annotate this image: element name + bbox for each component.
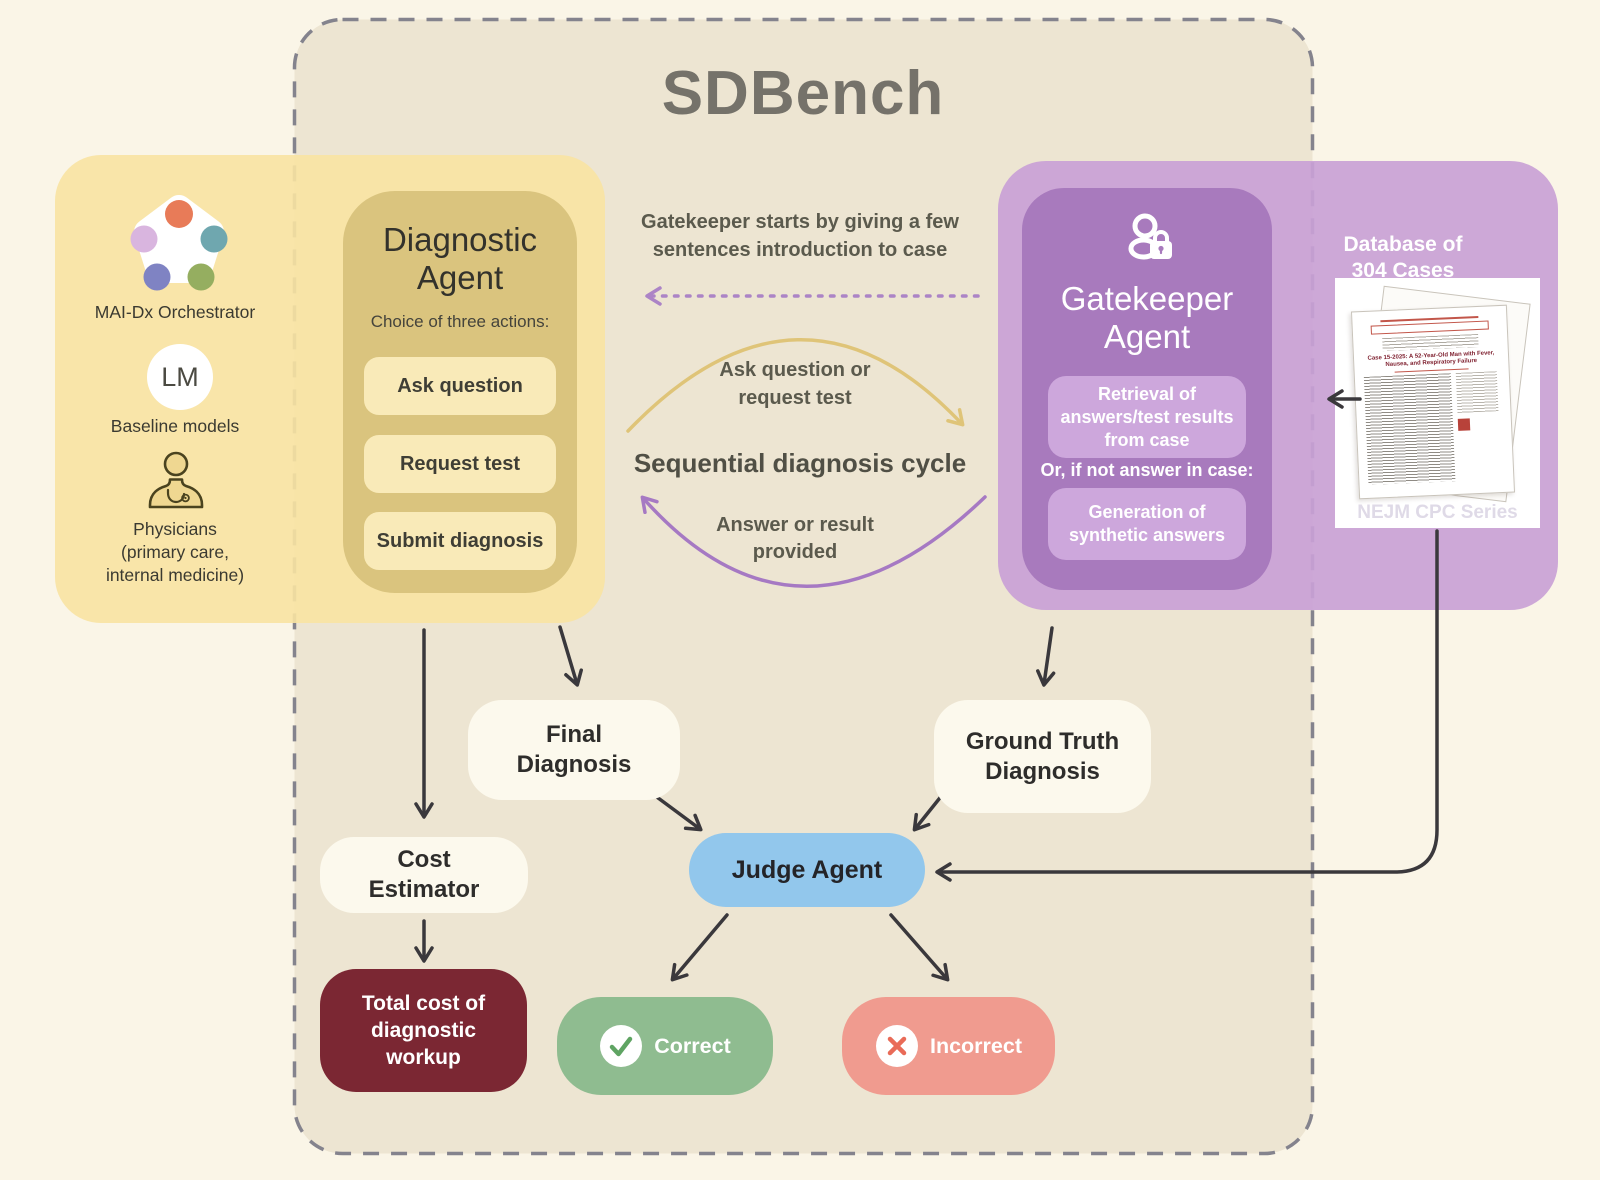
orchestrator-label: MAI-Dx Orchestrator	[94, 302, 256, 322]
correct-badge: Correct	[557, 997, 773, 1095]
check-icon	[600, 1025, 643, 1067]
x-icon	[875, 1025, 918, 1067]
document-qr-mark	[1457, 418, 1471, 431]
gatekeeper-agent-title: Gatekeeper Agent	[1060, 280, 1234, 355]
nejm-series-caption: NEJM CPC Series	[1357, 502, 1518, 523]
case-database: Case 15-2025: A 52-Year-Old Man with Fev…	[1335, 278, 1540, 528]
lm-icon: LM	[147, 344, 213, 410]
physician-icon	[148, 451, 204, 509]
gatekeeper-agent-box: Gatekeeper Agent Retrieval of answers/te…	[1022, 188, 1272, 590]
diagnostic-agent-title: Diagnostic Agent	[382, 221, 538, 296]
total-cost-node: Total cost of diagnostic workup	[320, 969, 527, 1092]
database-title: Database of 304 Cases	[1343, 233, 1463, 282]
incorrect-label: Incorrect	[929, 1033, 1022, 1058]
cycle-ask-label: Ask question or request test	[719, 359, 871, 409]
document-body	[1363, 371, 1505, 485]
submit-diagnosis-button: Submit diagnosis	[364, 512, 556, 570]
document-side-lines	[1455, 371, 1499, 413]
document-side-column	[1455, 371, 1501, 481]
document-byline-lines	[1382, 333, 1479, 352]
judge-agent-node: Judge Agent	[689, 833, 925, 907]
ask-question-button: Ask question	[364, 357, 556, 415]
cycle-answer-label: Answer or result provided	[716, 514, 874, 563]
incorrect-badge: Incorrect	[842, 997, 1055, 1095]
document-text-column	[1363, 373, 1456, 485]
document-banner	[1370, 320, 1490, 335]
cycle-title: Sequential diagnosis cycle	[633, 448, 967, 478]
correct-label: Correct	[654, 1033, 731, 1058]
gatekeeper-panel: Gatekeeper Agent Retrieval of answers/te…	[998, 161, 1558, 610]
lm-label: LM	[161, 361, 199, 392]
generation-box: Generation of synthetic answers	[1048, 488, 1246, 560]
orchestrator-icon	[130, 195, 228, 291]
case-title: Case 15-2025: A 52-Year-Old Man with Fev…	[1367, 350, 1495, 369]
retrieval-box: Retrieval of answers/test results from c…	[1048, 376, 1246, 458]
person-lock-icon	[1128, 213, 1172, 260]
baseline-models-label: Baseline models	[110, 416, 240, 436]
physicians-label: Physicians (primary care, internal medic…	[105, 519, 245, 585]
case-document-page: Case 15-2025: A 52-Year-Old Man with Fev…	[1350, 304, 1516, 500]
request-test-button: Request test	[364, 435, 556, 493]
actors-panel: MAI-Dx Orchestrator LM Baseline models P…	[55, 155, 605, 623]
cost-estimator-node: Cost Estimator	[320, 837, 528, 913]
or-note: Or, if not answer in case:	[1040, 460, 1254, 480]
gatekeeper-intro-note: Gatekeeper starts by giving a few senten…	[641, 211, 959, 261]
ground-truth-diagnosis-node: Ground Truth Diagnosis	[934, 700, 1151, 813]
diagnostic-agent-subtitle: Choice of three actions:	[370, 312, 550, 331]
page-title: SDBench	[661, 59, 945, 128]
final-diagnosis-node: Final Diagnosis	[468, 700, 680, 800]
diagnostic-agent-box: Diagnostic Agent Choice of three actions…	[343, 191, 577, 593]
